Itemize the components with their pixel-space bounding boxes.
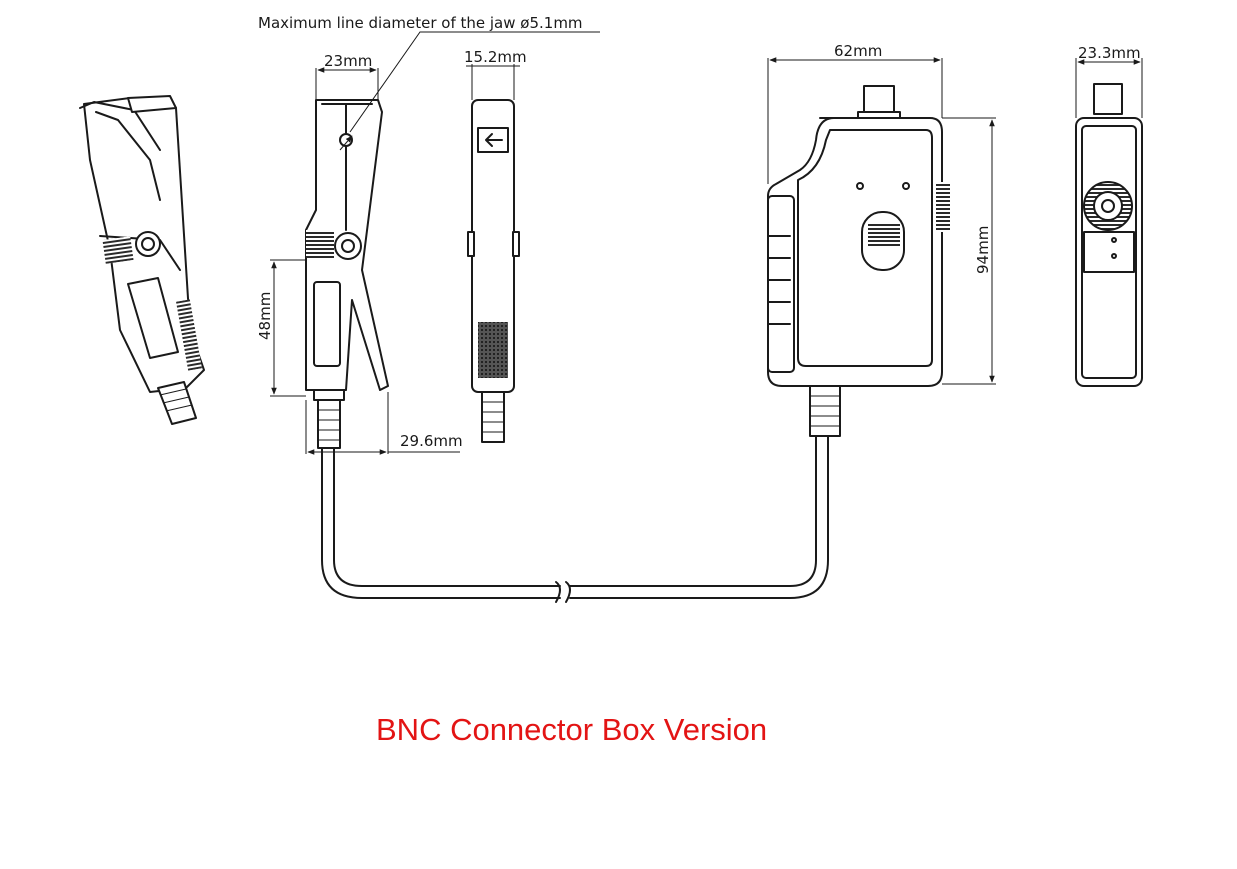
dimension-jaw-diameter: Maximum line diameter of the jaw ø5.1mm [258,14,600,151]
dimension-94mm: 94mm [942,117,996,385]
caption-title: BNC Connector Box Version [376,712,768,747]
dimension-62mm: 62mm [767,42,943,184]
clamp-thickness-label: 15.2mm [464,48,527,66]
connector-box-front-view [767,85,950,437]
box-width-label: 62mm [834,42,882,60]
dimension-15-2mm: 15.2mm [464,48,527,100]
clamp-width-label: 23mm [324,52,372,70]
left-arrow-icon [485,133,503,147]
jaw-opening-label: 29.6mm [400,432,463,450]
dimension-48mm: 48mm [256,259,306,397]
box-thickness-label: 23.3mm [1078,44,1141,62]
jaw-diameter-label: Maximum line diameter of the jaw ø5.1mm [258,14,583,32]
clamp-height-label: 48mm [256,292,274,340]
clamp-perspective-view [79,95,205,425]
clamp-front-view [305,99,389,449]
cable [321,435,829,603]
box-height-label: 94mm [974,226,992,274]
dimension-23mm: 23mm [315,52,379,100]
clamp-side-view [467,99,520,443]
dimension-29-6mm: 29.6mm [305,392,463,455]
dimension-23-3mm: 23.3mm [1075,44,1143,118]
connector-box-side-view [1075,83,1143,387]
